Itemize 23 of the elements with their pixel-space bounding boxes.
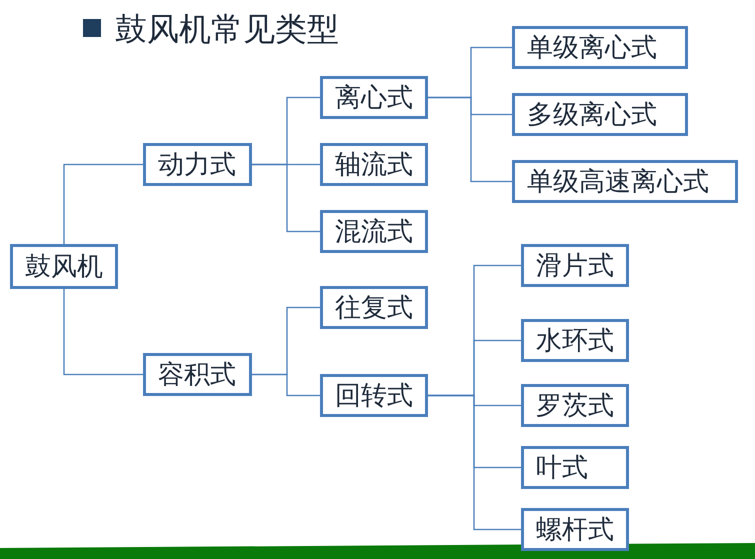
connector-line xyxy=(428,394,521,530)
category-box: 动力式 xyxy=(143,143,252,186)
category-box: 单级高速离心式 xyxy=(512,160,738,203)
category-box: 叶式 xyxy=(521,446,629,489)
category-box: 容积式 xyxy=(143,353,252,396)
category-box: 轴流式 xyxy=(320,143,428,186)
connector-line xyxy=(252,164,320,232)
category-box: 回转式 xyxy=(320,374,428,417)
category-box: 单级离心式 xyxy=(512,26,688,69)
category-box: 混流式 xyxy=(320,210,428,253)
category-box: 水环式 xyxy=(521,319,629,362)
category-box: 多级离心式 xyxy=(512,93,688,136)
connector-line xyxy=(252,374,320,396)
category-box: 鼓风机 xyxy=(10,244,118,289)
connector-line xyxy=(63,164,143,244)
category-box: 罗茨式 xyxy=(521,384,629,427)
category-box: 滑片式 xyxy=(521,244,629,287)
title: 鼓风机常见类型 xyxy=(115,10,339,49)
category-box: 离心式 xyxy=(320,76,428,119)
category-box: 往复式 xyxy=(320,286,428,329)
category-box: 螺杆式 xyxy=(521,508,629,551)
connector-line xyxy=(63,289,143,376)
connector-line xyxy=(428,96,512,182)
